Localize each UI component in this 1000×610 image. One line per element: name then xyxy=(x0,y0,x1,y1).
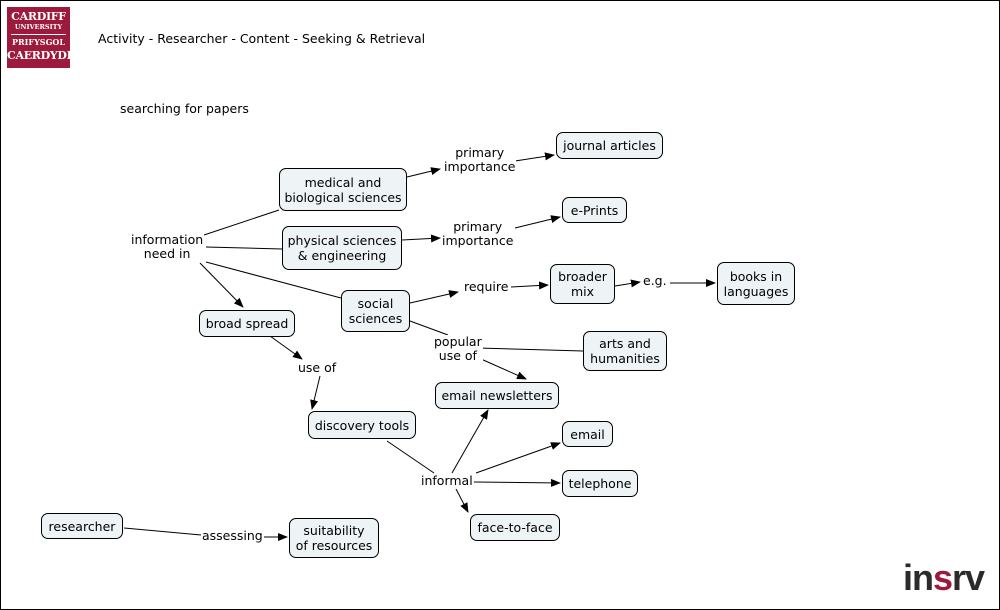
label-require: require xyxy=(463,279,510,294)
edge-medical-primary xyxy=(406,167,441,178)
edge-useof-discovery xyxy=(310,375,321,410)
node-eprints: e-Prints xyxy=(562,197,627,223)
node-discovery-tools: discovery tools xyxy=(308,411,416,439)
label-primary-importance-2: primary importance xyxy=(441,219,515,248)
edge-informal-newsletters xyxy=(451,409,489,474)
node-suitability-of-resources: suitability of resources xyxy=(289,518,379,558)
node-telephone: telephone xyxy=(562,470,638,497)
node-email: email xyxy=(562,421,613,447)
edge-social-require xyxy=(409,290,459,304)
logo-line-caerdydd: CAERDYDD xyxy=(7,49,76,62)
label-informal: informal xyxy=(420,473,474,488)
edge-broader-eg xyxy=(614,279,641,288)
edge-need-medical xyxy=(203,209,280,236)
edge-need-physical xyxy=(205,246,283,250)
edge-need-broad xyxy=(199,262,244,308)
node-social-sciences: social sciences xyxy=(341,290,410,332)
node-arts-humanities: arts and humanities xyxy=(583,331,667,371)
edge-informal-facetoface xyxy=(455,488,469,513)
node-broader-mix: broader mix xyxy=(550,264,615,304)
edge-informal-telephone xyxy=(473,478,561,487)
edge-researcher-assessing xyxy=(123,527,202,536)
edge-social-popular xyxy=(409,320,449,336)
insrv-logo-prefix: in xyxy=(903,557,934,598)
logo-line-prifysgol: PRIFYSGOL xyxy=(12,37,65,47)
logo-divider xyxy=(11,34,66,35)
edge-require-broader xyxy=(510,281,549,290)
edge-physical-primary xyxy=(401,234,441,243)
label-eg: e.g. xyxy=(642,273,668,288)
label-assessing: assessing xyxy=(201,528,264,543)
edge-primary-journal xyxy=(514,152,555,162)
node-email-newsletters: email newsletters xyxy=(435,382,559,409)
cardiff-university-logo: CARDIFF UNIVERSITY PRIFYSGOL CAERDYDD xyxy=(7,7,76,68)
edge-need-social xyxy=(205,261,342,299)
edge-discovery-informal xyxy=(386,440,435,474)
edge-primary-eprints xyxy=(514,215,561,229)
node-face-to-face: face-to-face xyxy=(470,514,560,541)
edge-broad-useof xyxy=(269,335,303,360)
label-popular-use-of: popular use of xyxy=(433,334,483,363)
diagram-title: Activity - Researcher - Content - Seekin… xyxy=(98,31,426,46)
edge-informal-email xyxy=(475,442,561,474)
node-broad-spread: broad spread xyxy=(199,310,295,337)
insrv-logo-accent: s xyxy=(933,557,953,598)
label-use-of: use of xyxy=(297,360,338,375)
label-information-need: information need in xyxy=(130,232,205,261)
node-journal-articles: journal articles xyxy=(556,132,663,159)
node-books-in-languages: books in languages xyxy=(717,262,795,305)
insrv-logo: insrv xyxy=(903,557,985,598)
insrv-logo-suffix: rv xyxy=(952,557,985,598)
node-physical-sciences-engineering: physical sciences & engineering xyxy=(282,226,402,270)
node-researcher: researcher xyxy=(41,513,123,539)
logo-line-cardiff: CARDIFF xyxy=(11,10,66,23)
label-primary-importance-1: primary importance xyxy=(443,145,517,174)
node-medical-biological-sciences: medical and biological sciences xyxy=(279,168,407,211)
diagram-subtitle: searching for papers xyxy=(120,101,249,116)
edge-arts-popular xyxy=(477,347,584,352)
logo-line-university: UNIVERSITY xyxy=(14,23,63,31)
